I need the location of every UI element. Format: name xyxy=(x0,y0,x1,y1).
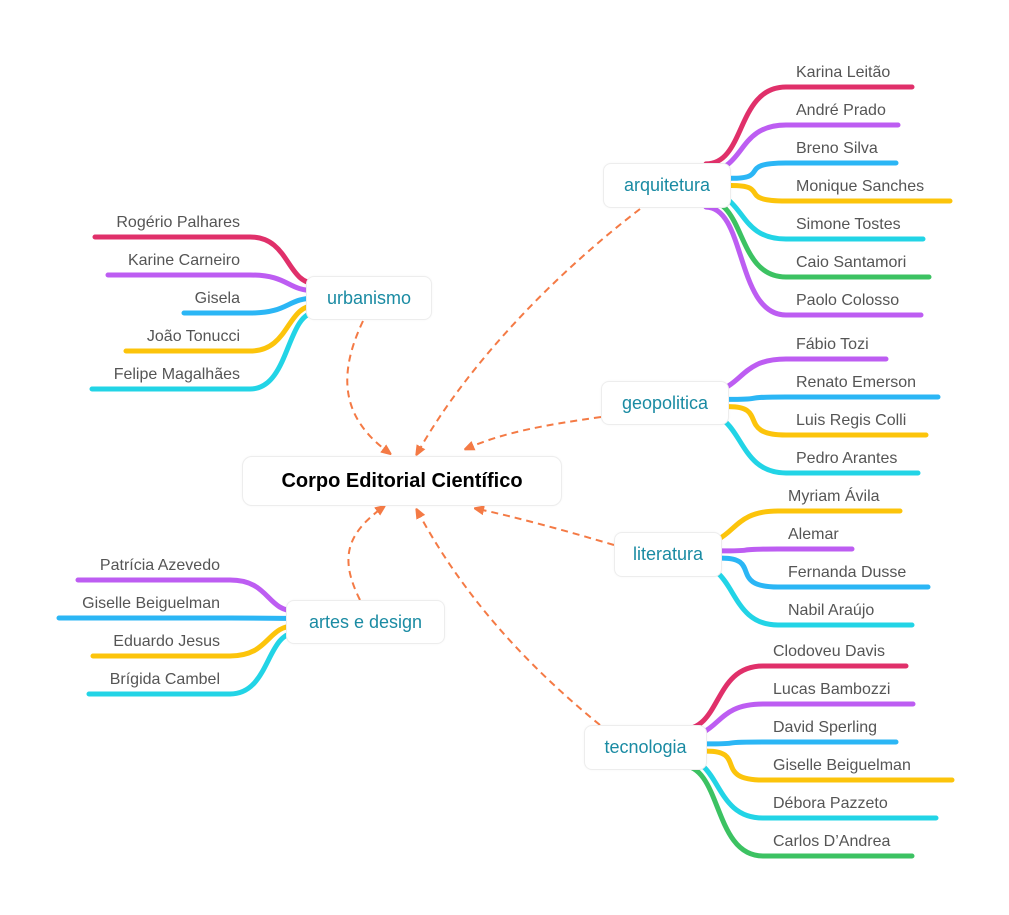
leaf-node[interactable]: Carlos D’Andrea xyxy=(773,833,891,850)
topic-node-geopolitica[interactable]: geopolitica xyxy=(601,381,729,425)
leaf-node[interactable]: Monique Sanches xyxy=(796,178,925,195)
topic-node-urbanismo[interactable]: urbanismo xyxy=(306,276,432,320)
leaf-node[interactable]: Giselle Beiguelman xyxy=(82,595,220,612)
link-artes-e-design-to-root xyxy=(347,508,382,601)
leaf-node[interactable]: Renato Emerson xyxy=(796,374,917,391)
leaf-node[interactable]: Breno Silva xyxy=(796,140,878,157)
topic-node-arquitetura[interactable]: arquitetura xyxy=(603,163,731,208)
link-geopolitica-to-root xyxy=(468,416,602,448)
leaf-node[interactable]: Débora Pazzeto xyxy=(773,795,888,812)
leaf-node[interactable]: Felipe Magalhães xyxy=(113,366,240,383)
branch-line-geopolitica-1 xyxy=(726,394,941,402)
leaf-node[interactable]: David Sperling xyxy=(773,719,878,736)
branch-line-arquitetura-3 xyxy=(728,183,953,204)
branch-line-literatura-1 xyxy=(719,546,855,554)
topic-label: literatura xyxy=(632,544,704,564)
leaf-node[interactable]: Karina Leitão xyxy=(796,64,891,81)
leaf-node[interactable]: Paolo Colosso xyxy=(796,292,900,309)
link-tecnologia-to-root xyxy=(418,512,601,726)
leaf-node[interactable]: Giselle Beiguelman xyxy=(773,757,911,774)
link-arquitetura-to-root xyxy=(418,208,641,452)
branch-line-arquitetura-0 xyxy=(703,84,915,167)
leaf-node[interactable]: Brígida Cambel xyxy=(109,671,220,688)
link-urbanismo-to-root xyxy=(346,320,388,452)
leaf-node[interactable]: Karine Carneiro xyxy=(127,252,240,269)
topic-label: arquitetura xyxy=(623,175,711,195)
branch-line-literatura-2 xyxy=(719,555,931,590)
branch-line-tecnologia-3 xyxy=(704,748,955,783)
root-label: Corpo Editorial Científico xyxy=(281,469,523,492)
leaf-node[interactable]: Myriam Ávila xyxy=(788,488,880,505)
branch-line-arquitetura-2 xyxy=(728,160,899,181)
branch-line-tecnologia-2 xyxy=(704,739,899,747)
leaf-node[interactable]: Patrícia Azevedo xyxy=(99,557,220,574)
leaf-node[interactable]: Caio Santamori xyxy=(796,254,907,271)
branch-line-urbanismo-1 xyxy=(105,272,319,294)
leaf-node[interactable]: Fernanda Dusse xyxy=(788,564,907,581)
leaf-node[interactable]: Fábio Tozi xyxy=(796,336,869,353)
leaf-node[interactable]: Gisela xyxy=(194,290,240,307)
root-node[interactable]: Corpo Editorial Científico xyxy=(242,456,562,506)
leaf-node[interactable]: Simone Tostes xyxy=(796,216,901,233)
leaf-node[interactable]: Pedro Arantes xyxy=(796,450,898,467)
leaf-node[interactable]: Nabil Araújo xyxy=(788,602,875,619)
leaf-node[interactable]: Luis Regis Colli xyxy=(796,412,907,429)
dashed-links xyxy=(346,208,641,726)
topic-label: tecnologia xyxy=(604,737,687,757)
branch-line-geopolitica-2 xyxy=(726,404,929,438)
topic-node-tecnologia[interactable]: tecnologia xyxy=(584,725,707,770)
link-literatura-to-root xyxy=(478,509,615,546)
leaf-node[interactable]: Clodoveu Davis xyxy=(773,643,886,660)
leaf-node[interactable]: Eduardo Jesus xyxy=(113,633,220,650)
topic-label: artes e design xyxy=(308,611,423,632)
leaf-node[interactable]: Alemar xyxy=(788,526,839,543)
topic-node-literatura[interactable]: literatura xyxy=(614,532,722,577)
leaf-node[interactable]: Rogério Palhares xyxy=(116,214,240,231)
topic-label: geopolitica xyxy=(621,392,709,413)
leaf-node[interactable]: Lucas Bambozzi xyxy=(773,681,891,698)
leaf-node[interactable]: João Tonucci xyxy=(146,328,240,345)
leaf-node[interactable]: André Prado xyxy=(796,102,886,119)
branch-line-urbanismo-4 xyxy=(89,309,319,392)
branch-line-arquitetura-6 xyxy=(703,204,924,318)
topic-node-artes-e-design[interactable]: artes e design xyxy=(286,600,445,644)
topic-label: urbanismo xyxy=(326,287,412,308)
